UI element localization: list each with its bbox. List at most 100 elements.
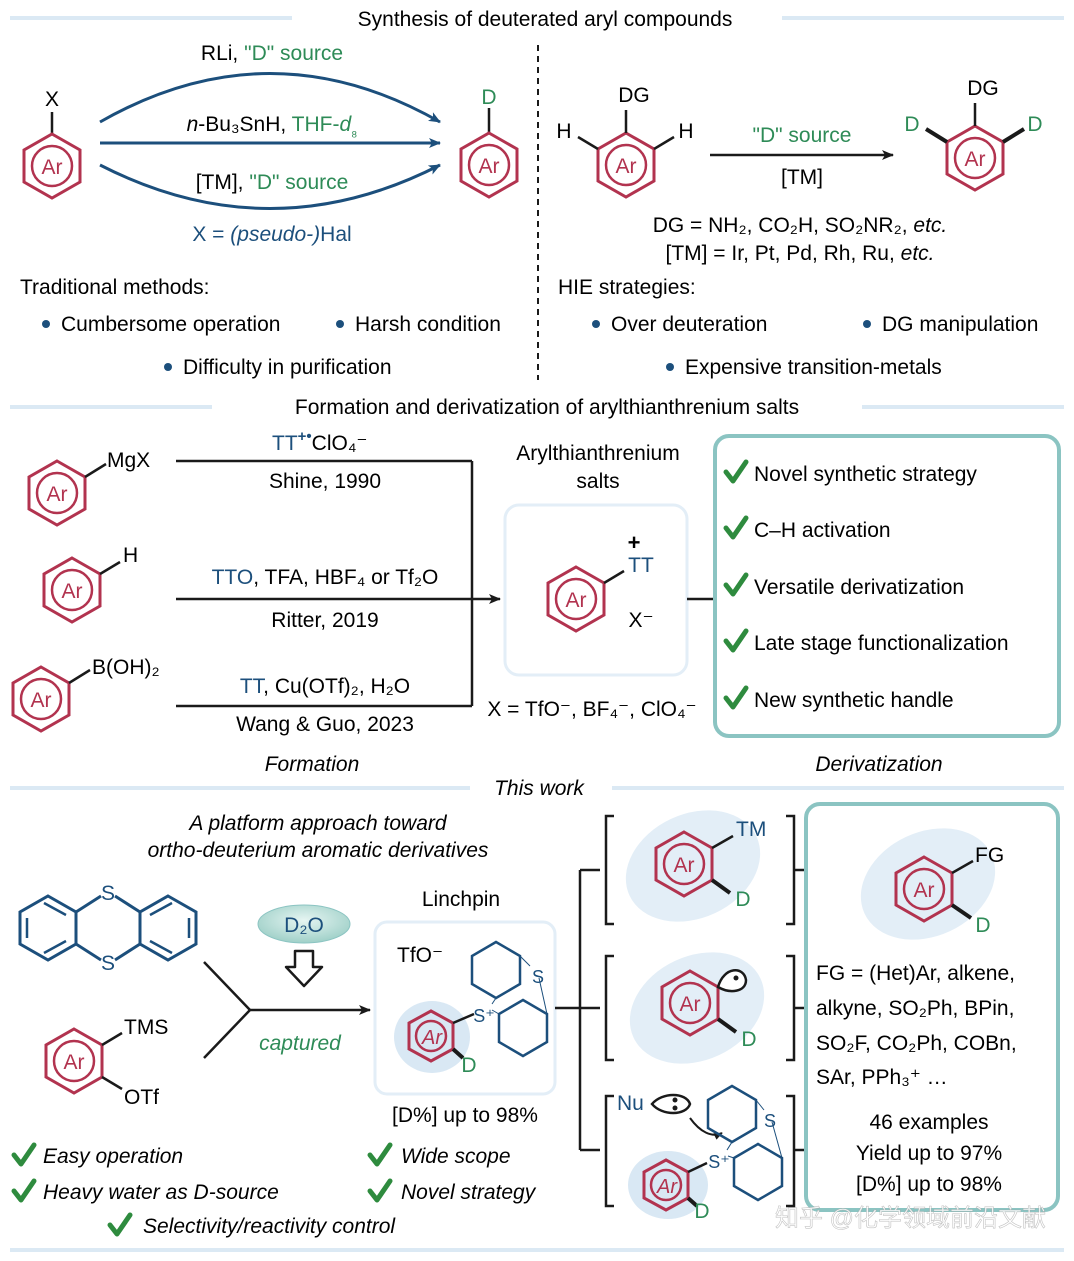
sulfonium-label: S⁺ <box>473 1006 495 1026</box>
feature-item: Novel strategy <box>401 1181 537 1204</box>
down-arrow-icon <box>284 949 324 988</box>
ar-label: Ar <box>31 689 52 712</box>
linchpin-molecule: Ar D S S⁺ <box>407 940 549 1077</box>
boronic-acid-label: B(OH)₂ <box>92 656 160 679</box>
check-icon <box>723 572 749 597</box>
dg-label: DG <box>967 77 999 100</box>
triflate-counterion: TfO⁻ <box>397 944 443 967</box>
aryl-grignard-molecule: Ar MgX <box>27 449 150 527</box>
sulfur-label: S <box>532 967 544 987</box>
nucleophile-orbital-icon <box>650 1093 692 1115</box>
x-substituent-label: X <box>45 88 59 111</box>
counterion-definition: X = TfO⁻, BF₄⁻, ClO₄⁻ <box>487 698 696 721</box>
feature-item: Heavy water as D-source <box>43 1181 279 1204</box>
traditional-bullet: Harsh condition <box>355 313 501 336</box>
hie-catalyst: [TM] <box>781 166 823 189</box>
traditional-bullet: Cumbersome operation <box>61 313 280 336</box>
ar-label: Ar <box>914 879 935 902</box>
sulfur-label: S <box>764 1111 776 1131</box>
hie-heading: HIE strategies: <box>558 276 696 299</box>
fg-scope-line: alkyne, SO₂Ph, BPin, <box>816 997 1014 1020</box>
d-label: D <box>975 914 990 937</box>
aryl-thianthrenium-molecule: Ar TT + X⁻ <box>546 530 654 633</box>
nu-linchpin-molecule: Ar S S⁺ <box>642 1084 784 1212</box>
tm-definition: [TM] = Ir, Pt, Pd, Rh, Ru, etc. <box>665 242 934 265</box>
section-title-this-work: This work <box>494 777 585 800</box>
aryl-boronic-acid-molecule: Ar B(OH)₂ <box>11 656 160 733</box>
advantage-item: Versatile derivatization <box>754 576 964 599</box>
formation-label: Formation <box>265 753 360 776</box>
bullet-icon <box>666 363 674 371</box>
feature-item: Easy operation <box>43 1145 183 1168</box>
section-dividers <box>10 16 1064 1252</box>
fg-product-molecule: Ar FG D <box>894 844 1004 937</box>
tin-hydride-conditions: n-Bu₃SnH, THF-d₈ <box>187 113 358 140</box>
ar-label: Ar <box>566 589 587 612</box>
derivatization-label: Derivatization <box>815 753 942 776</box>
highlight-bubble <box>625 810 761 922</box>
highlight-bubble <box>394 1001 470 1073</box>
ar-label: Ar <box>965 148 986 171</box>
ar-label: Ar <box>616 155 637 178</box>
advantage-item: C–H activation <box>754 519 891 542</box>
radical-aryl-molecule: Ar D <box>660 969 757 1051</box>
shine-reference: Shine, 1990 <box>269 470 381 493</box>
fg-scope-line: FG = (Het)Ar, alkene, <box>816 962 1015 985</box>
traditional-bullet: Difficulty in purification <box>183 356 392 379</box>
h-label: H <box>556 120 571 143</box>
platform-description: ortho-deuterium aromatic derivatives <box>148 839 489 862</box>
bullet-icon <box>592 320 600 328</box>
d2o-pill <box>257 904 351 944</box>
check-icon <box>367 1178 393 1203</box>
dg-arene-molecule: Ar DG H H <box>556 84 694 199</box>
advantage-item: Late stage functionalization <box>754 632 1009 655</box>
traditional-methods-heading: Traditional methods: <box>20 276 209 299</box>
section-title-formation: Formation and derivatization of arylthia… <box>295 396 799 419</box>
tm-arrow <box>99 163 441 210</box>
platform-description: A platform approach toward <box>187 812 448 835</box>
yield-summary: Yield up to 97% <box>856 1142 1002 1165</box>
fg-scope-line: SAr, PPh₃⁺ … <box>816 1066 948 1089</box>
ar-label: Ar <box>64 1051 85 1074</box>
features-list: Easy operation Wide scope Heavy water as… <box>11 1142 537 1238</box>
sulfur-label: S <box>101 952 115 975</box>
examples-count: 46 examples <box>869 1111 988 1134</box>
ar-label: Ar <box>62 580 83 603</box>
fg-scope-line: SO₂F, CO₂Ph, COBn, <box>816 1032 1017 1055</box>
d-label: D <box>1027 113 1042 136</box>
plus-charge: + <box>628 530 641 555</box>
rli-conditions: RLi, "D" source <box>201 42 343 65</box>
feature-item: Wide scope <box>401 1145 511 1168</box>
shine-reagent: TT+•ClO₄⁻ <box>272 428 368 455</box>
counterion-label: X⁻ <box>628 609 653 632</box>
bullet-icon <box>336 320 344 328</box>
x-definition: X = (pseudo-)Hal <box>192 223 351 246</box>
aryne-precursor-molecule: Ar TMS OTf <box>44 1016 168 1109</box>
aryl-halide-molecule: X Ar <box>22 88 82 200</box>
sulfonium-label: S⁺ <box>708 1152 730 1172</box>
bullet-icon <box>164 363 172 371</box>
dg-label: DG <box>618 84 650 107</box>
deuterated-aryl-molecule: D Ar <box>459 86 519 199</box>
captured-label: captured <box>259 1032 342 1055</box>
hie-d-source: "D" source <box>753 124 852 147</box>
ar-label: Ar <box>656 1176 678 1198</box>
ritter-reagent: TTO, TFA, HBF₄ or Tf₂O <box>212 566 439 589</box>
check-icon <box>723 628 749 653</box>
d-percent-summary: [D%] up to 98% <box>856 1173 1002 1196</box>
rli-arrow <box>99 72 441 124</box>
section-title-synthesis: Synthesis of deuterated aryl compounds <box>358 8 733 31</box>
check-icon <box>107 1212 133 1237</box>
advantage-item: New synthetic handle <box>754 689 954 712</box>
tt-label: TT <box>628 554 654 577</box>
wang-reference: Wang & Guo, 2023 <box>236 713 414 736</box>
check-icon <box>367 1142 393 1167</box>
ritter-reference: Ritter, 2019 <box>271 609 378 632</box>
tms-label: TMS <box>124 1016 168 1039</box>
advantage-item: Novel synthetic strategy <box>754 463 977 486</box>
check-icon <box>11 1178 37 1203</box>
nucleophile-label: Nu <box>617 1092 644 1115</box>
derivatization-branches <box>555 814 806 1208</box>
bullet-icon <box>42 320 50 328</box>
